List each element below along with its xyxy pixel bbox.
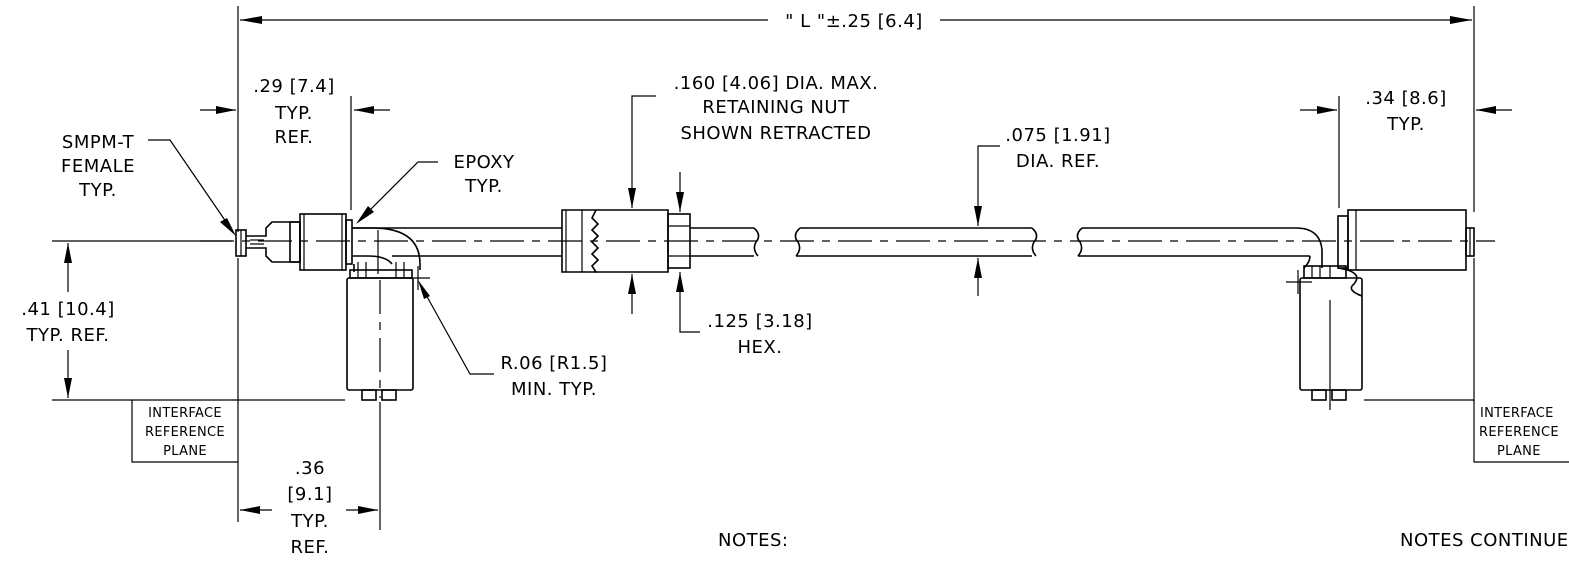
- connector-callout: SMPM-T FEMALE TYP.: [61, 132, 236, 236]
- notes-continue: NOTES CONTINUE: [1400, 530, 1569, 551]
- left-reference-plane: INTERFACE REFERENCE PLANE: [131, 400, 238, 463]
- connector-label-3: TYP.: [78, 180, 117, 201]
- cable-segment-1: [690, 227, 760, 257]
- cable-dia-label-2: DIA. REF.: [1016, 151, 1100, 172]
- bottom-offset-label-3: TYP.: [290, 511, 329, 532]
- left-connector: [235, 213, 353, 271]
- bottom-offset-label-1: .36: [295, 458, 325, 479]
- right-offset-typ: TYP.: [1386, 114, 1425, 135]
- height-dimension: .41 [10.4] TYP. REF.: [21, 243, 114, 398]
- cable-segment-2: [794, 227, 1038, 257]
- epoxy-label-2: TYP.: [464, 176, 503, 197]
- hex-label-2: HEX.: [738, 337, 783, 358]
- hex-label-1: .125 [3.18]: [707, 311, 812, 332]
- connector-label-2: FEMALE: [61, 156, 135, 177]
- bottom-offset-label-4: REF.: [290, 537, 329, 558]
- nut-dia-label-3: SHOWN RETRACTED: [680, 123, 871, 144]
- cable-dia-label-1: .075 [1.91]: [1005, 125, 1110, 146]
- epoxy-callout: EPOXY TYP.: [356, 152, 515, 224]
- epoxy-label-1: EPOXY: [453, 152, 515, 173]
- height-label-2: TYP. REF.: [25, 325, 109, 346]
- left-plane-label-1: INTERFACE: [148, 406, 222, 421]
- nut-diameter-callout: .160 [4.06] DIA. MAX. RETAINING NUT SHOW…: [628, 73, 878, 314]
- bend-radius-callout: R.06 [R1.5] MIN. TYP.: [418, 280, 607, 400]
- left-plane-label-2: REFERENCE: [145, 425, 225, 440]
- bottom-offset-label-2: [9.1]: [287, 484, 332, 505]
- left-offset-ref: REF.: [274, 127, 313, 148]
- right-offset-dimension: .34 [8.6] TYP.: [1300, 88, 1512, 135]
- left-offset-typ: TYP.: [274, 103, 313, 124]
- bottom-offset-dimension: .36 [9.1] TYP. REF.: [240, 458, 378, 558]
- cable-segment-3: [1076, 227, 1323, 268]
- left-offset-value: .29 [7.4]: [253, 76, 335, 97]
- hex-callout: .125 [3.18] HEX.: [676, 172, 812, 358]
- right-plane-label-1: INTERFACE: [1480, 406, 1554, 421]
- left-elbow: [346, 227, 430, 401]
- extension-lines: [52, 6, 1475, 530]
- overall-length-label: " L "±.25 [6.4]: [785, 11, 923, 32]
- right-plane-label-2: REFERENCE: [1479, 425, 1559, 440]
- right-connector: [1337, 209, 1475, 271]
- height-label-1: .41 [10.4]: [21, 299, 114, 320]
- centerline: [200, 240, 1495, 410]
- overall-length-dimension: " L "±.25 [6.4]: [240, 11, 1472, 32]
- cable-diameter-callout: .075 [1.91] DIA. REF.: [974, 125, 1110, 296]
- nut-dia-label-2: RETAINING NUT: [702, 97, 850, 118]
- notes-heading: NOTES:: [718, 530, 789, 551]
- bend-radius-label-1: R.06 [R1.5]: [501, 353, 608, 374]
- bend-radius-label-2: MIN. TYP.: [511, 379, 597, 400]
- right-elbow: [1286, 255, 1363, 406]
- right-reference-plane: INTERFACE REFERENCE PLANE: [1473, 400, 1569, 463]
- left-offset-dimension: .29 [7.4] TYP. REF.: [200, 76, 390, 148]
- connector-label-1: SMPM-T: [62, 132, 135, 153]
- nut-dia-label-1: .160 [4.06] DIA. MAX.: [674, 73, 879, 94]
- right-offset-value: .34 [8.6]: [1365, 88, 1447, 109]
- right-plane-label-3: PLANE: [1497, 444, 1541, 459]
- left-plane-label-3: PLANE: [163, 444, 207, 459]
